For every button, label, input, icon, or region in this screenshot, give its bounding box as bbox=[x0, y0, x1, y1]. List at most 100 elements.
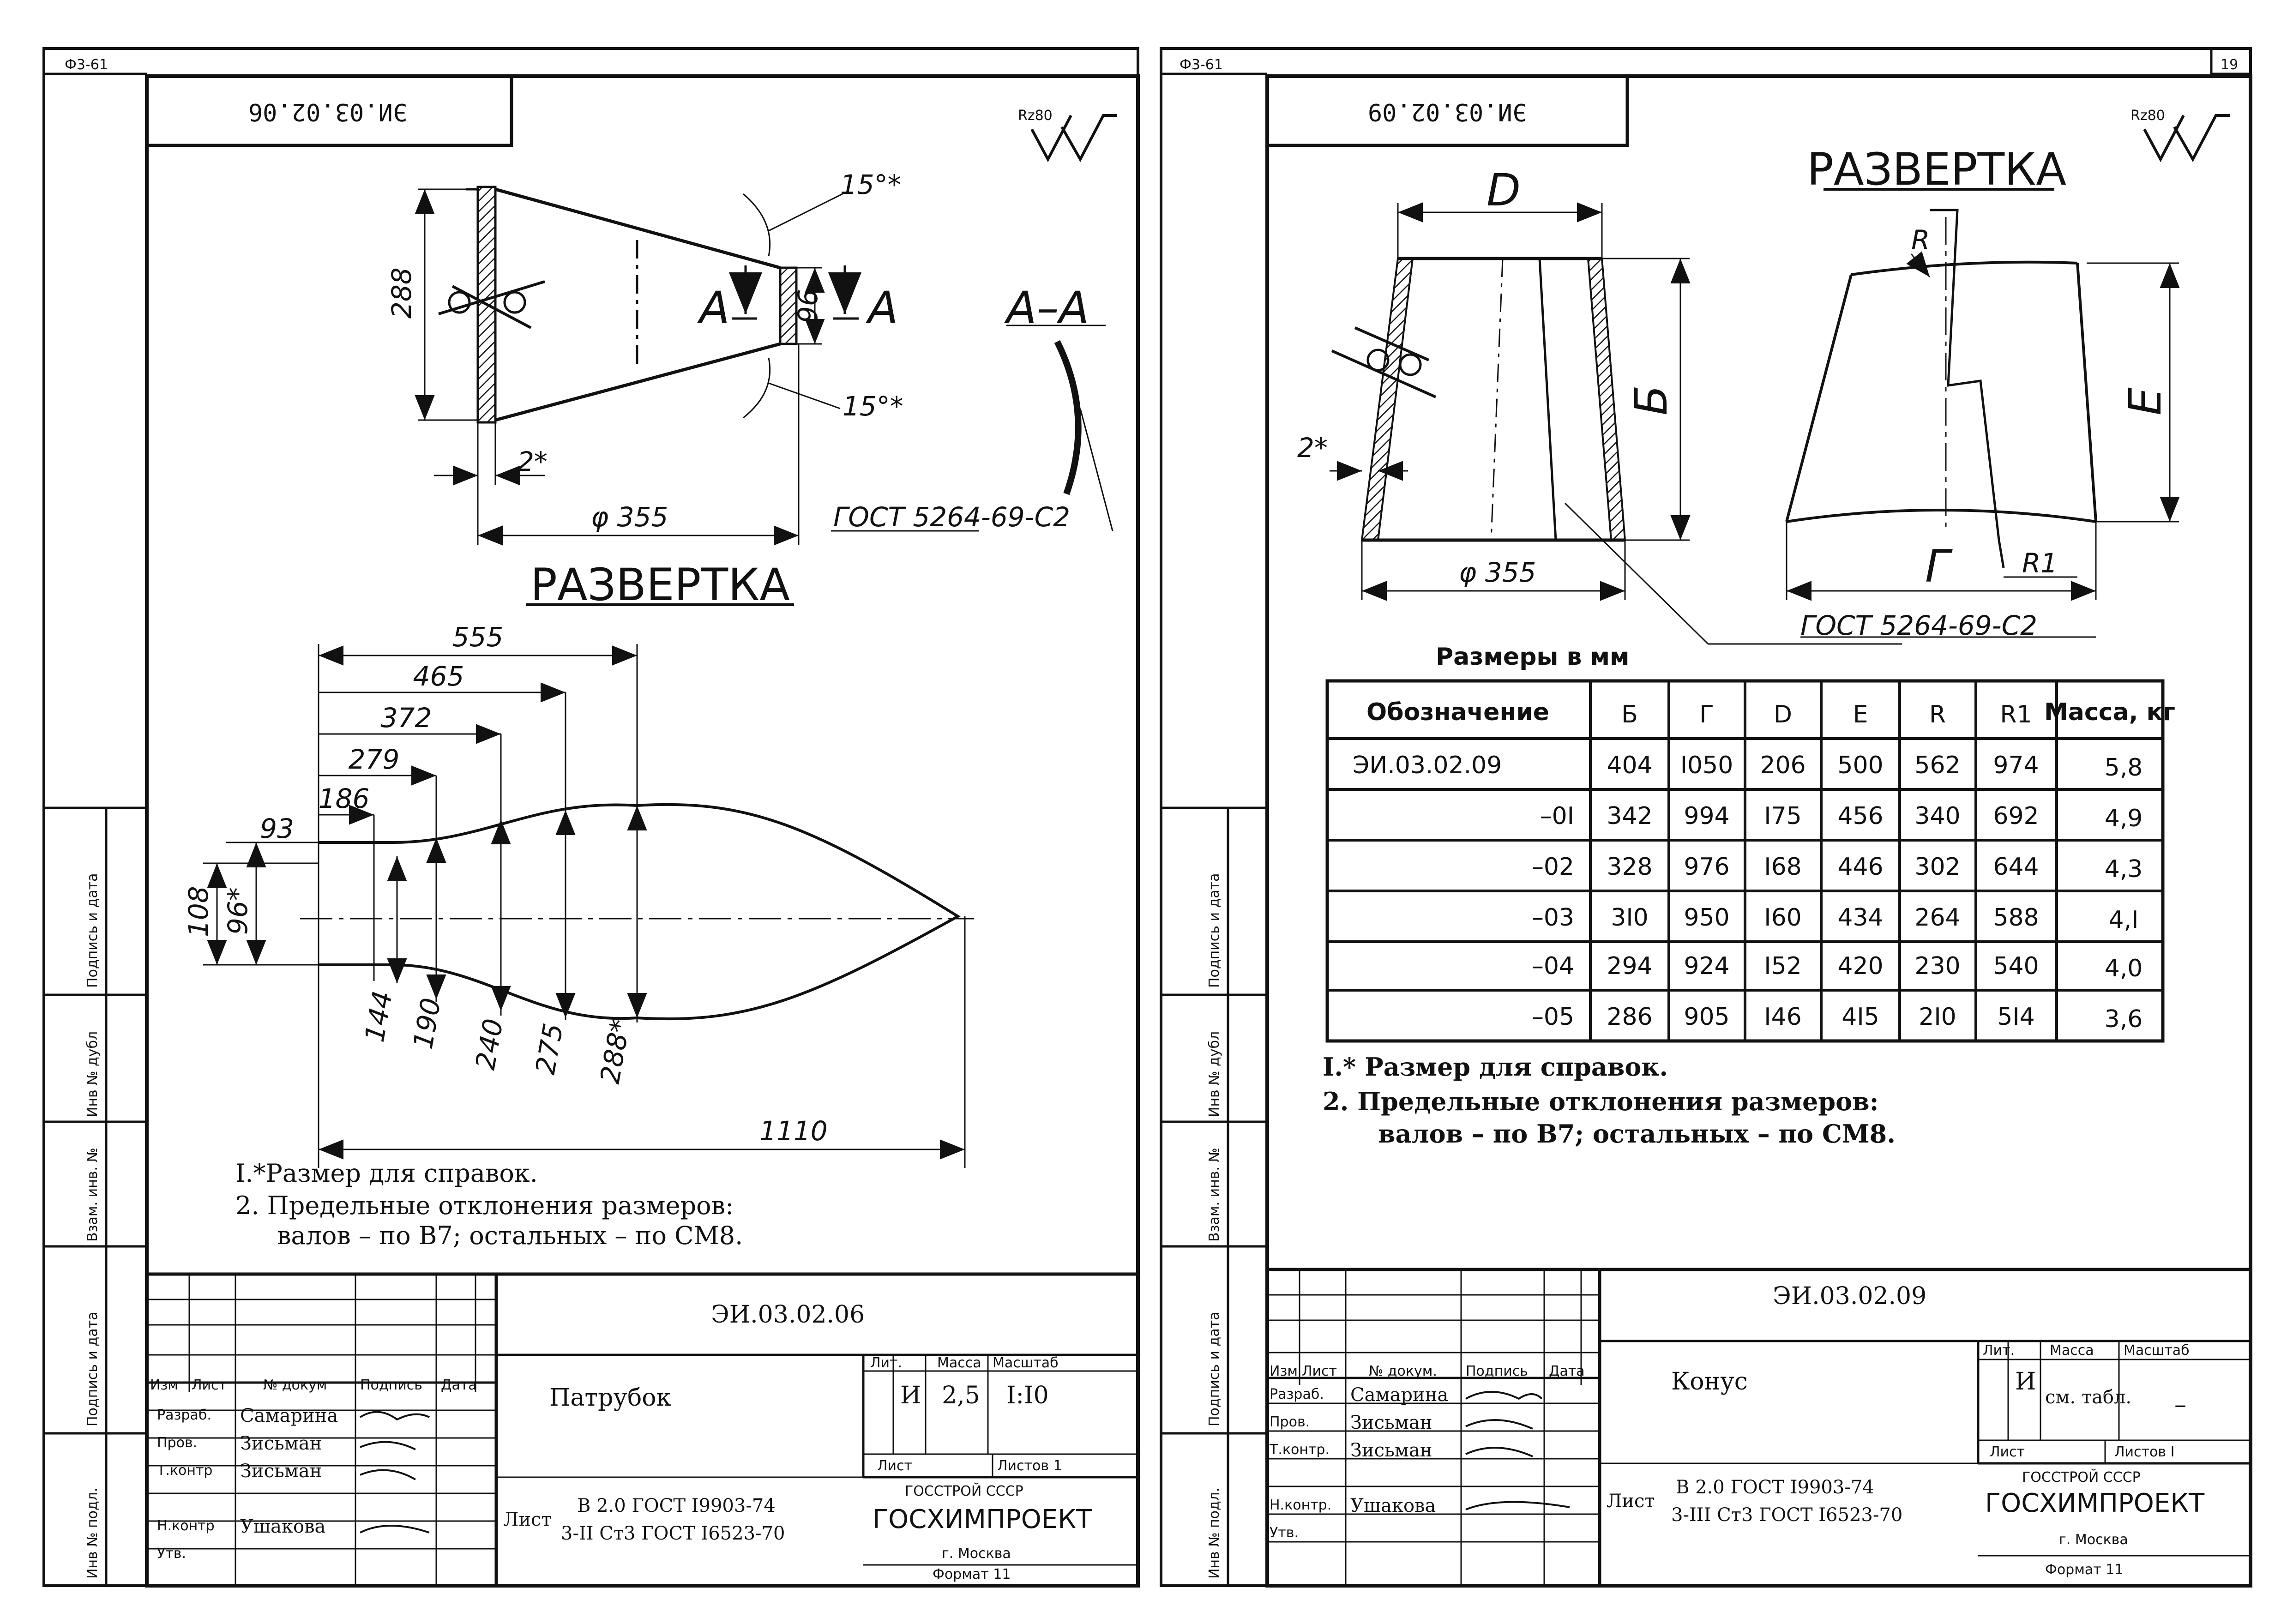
td-mass: 4,0 bbox=[2105, 955, 2143, 982]
left-razvertka-title: РАЗВЕРТКА bbox=[530, 559, 790, 611]
td-r1: 540 bbox=[1993, 952, 2039, 980]
right-stamp-role-1: Пров. bbox=[1270, 1414, 1310, 1430]
right-format-tag: Ф3-61 bbox=[1180, 57, 1223, 73]
td-g: 976 bbox=[1684, 853, 1729, 881]
left-dim-top-2: 372 bbox=[381, 702, 432, 734]
left-note-3: валов – по В7; остальных – по СМ8. bbox=[277, 1221, 743, 1250]
td-b: 342 bbox=[1607, 802, 1652, 830]
left-stamp-sheet-h: Лист bbox=[877, 1458, 912, 1474]
td-e: 420 bbox=[1837, 952, 1883, 980]
left-stamp-person-1: Зисьман bbox=[240, 1433, 322, 1454]
right-stamp-format: Формат 11 bbox=[2045, 1562, 2123, 1578]
left-stamp-org-1: ГОССТРОЙ СССР bbox=[905, 1483, 1023, 1499]
right-side-label-1: Инв № дубл bbox=[1206, 1031, 1222, 1117]
td-e: 500 bbox=[1837, 752, 1883, 779]
right-side-label-0: Подпись и дата bbox=[1206, 873, 1222, 988]
right-stamp-material-2: 3-III Ст3 ГОСТ I6523-70 bbox=[1671, 1504, 1902, 1526]
right-stamp-list-word: Лист bbox=[1607, 1491, 1655, 1512]
td-d: I46 bbox=[1764, 1003, 1802, 1031]
left-stamp-col-0: Изм bbox=[150, 1377, 178, 1393]
right-page-number: 19 bbox=[2221, 57, 2238, 73]
td-designation: –0I bbox=[1540, 802, 1574, 830]
dimensions-table bbox=[1325, 679, 2165, 1043]
td-b: 286 bbox=[1607, 1003, 1652, 1031]
left-stamp-col-1: Лист bbox=[192, 1377, 227, 1393]
right-stamp-col-1: Лист bbox=[1302, 1363, 1337, 1379]
right-razvertka-title: РАЗВЕРТКА bbox=[1807, 144, 2066, 195]
td-b: 328 bbox=[1607, 853, 1652, 881]
right-note-3: валов – по В7; остальных – по СМ8. bbox=[1378, 1119, 1896, 1149]
th-D: D bbox=[1774, 701, 1792, 728]
left-dim-top-0: 555 bbox=[452, 621, 504, 653]
left-stamp-list-word: Лист bbox=[503, 1509, 552, 1530]
td-d: I68 bbox=[1764, 853, 1802, 881]
left-stamp-col-2: № докум bbox=[263, 1377, 327, 1393]
left-dim-1110: 1110 bbox=[759, 1115, 828, 1147]
th-mass: Масса, кг bbox=[2044, 698, 2175, 726]
left-stamp-org-2: ГОСХИМПРОЕКТ bbox=[873, 1504, 1092, 1534]
right-stamp-sheet-h: Лист bbox=[1990, 1444, 2025, 1460]
td-r: 230 bbox=[1914, 952, 1960, 980]
left-stamp-lit: И bbox=[900, 1382, 921, 1409]
right-stamp-name: Конус bbox=[1671, 1368, 1748, 1395]
left-dim-bottom-2: 240 bbox=[469, 1017, 509, 1072]
right-stamp-scale-h: Масштаб bbox=[2124, 1342, 2190, 1359]
right-stamp-lit-h: Лит. bbox=[1983, 1342, 2015, 1359]
right-stamp-mass-h: Масса bbox=[2050, 1342, 2094, 1359]
left-stamp-person-0: Самарина bbox=[240, 1405, 338, 1426]
left-side-label-4: Инв № подл. bbox=[84, 1488, 101, 1579]
table-row: –03 3I0 950 I60 434 264 588 4,I bbox=[1532, 904, 2139, 934]
td-r: 302 bbox=[1914, 853, 1960, 881]
left-note-2: 2. Предельные отклонения размеров: bbox=[235, 1191, 734, 1220]
left-stamp-scale-h: Масштаб bbox=[993, 1355, 1059, 1371]
left-stamp-mass: 2,5 bbox=[942, 1382, 980, 1409]
left-code-box bbox=[145, 74, 513, 147]
td-mass: 4,9 bbox=[2105, 805, 2143, 832]
left-roughness-label: Rz80 bbox=[1018, 108, 1053, 124]
td-mass: 4,3 bbox=[2105, 855, 2143, 883]
section-a-a bbox=[1006, 325, 1113, 531]
left-gost-weld: ГОСТ 5264-69-С2 bbox=[833, 501, 1070, 533]
left-dim-2: 2* bbox=[517, 446, 548, 477]
right-side-label-3: Подпись и дата bbox=[1206, 1312, 1222, 1427]
right-stamp-material-1: В 2.0 ГОСТ I9903-74 bbox=[1676, 1477, 1874, 1498]
left-section-marker-a: А bbox=[697, 282, 730, 334]
right-stamp-col-0: Изм bbox=[1270, 1363, 1298, 1379]
td-e: 446 bbox=[1837, 853, 1883, 881]
td-d: I60 bbox=[1764, 904, 1802, 932]
td-d: I75 bbox=[1764, 802, 1802, 830]
td-mass: 5,8 bbox=[2105, 754, 2143, 782]
right-dim-D: D bbox=[1487, 164, 1521, 216]
th-E: Е bbox=[1853, 701, 1868, 728]
td-d: 206 bbox=[1760, 752, 1806, 779]
td-designation: ЭИ.03.02.09 bbox=[1353, 752, 1502, 779]
right-stamp-person-4: Ушакова bbox=[1350, 1495, 1436, 1516]
left-cone-view bbox=[415, 186, 979, 546]
left-texts: Ф3-61 ЭИ.03.02.06 Rz80 15°* 15°* 288 96 … bbox=[65, 57, 1117, 1582]
right-stamp-sheets-h: Листов I bbox=[2114, 1444, 2174, 1460]
td-r1: 5I4 bbox=[1997, 1003, 2035, 1031]
right-note-2: 2. Предельные отклонения размеров: bbox=[1323, 1087, 1879, 1116]
td-r1: 692 bbox=[1993, 802, 2039, 830]
table-row: –05 286 905 I46 4I5 2I0 5I4 3,6 bbox=[1532, 1003, 2143, 1033]
right-stamp-role-0: Разраб. bbox=[1270, 1386, 1324, 1402]
left-stamp-col-4: Дата bbox=[441, 1377, 477, 1393]
right-side-label-4: Инв № подл. bbox=[1206, 1488, 1222, 1579]
td-g: 905 bbox=[1684, 1003, 1729, 1031]
left-side-label-1: Инв № дубл bbox=[84, 1031, 101, 1117]
left-dim-bottom-0: 144 bbox=[359, 989, 398, 1045]
left-dim-96star: 96* bbox=[222, 887, 253, 935]
left-roughness-symbol bbox=[1030, 114, 1117, 162]
left-dim-108: 108 bbox=[183, 886, 214, 937]
left-section-label: А–А bbox=[1004, 282, 1089, 334]
left-note-1: I.*Размер для справок. bbox=[235, 1159, 538, 1188]
right-stamp-role-5: Утв. bbox=[1270, 1525, 1299, 1541]
right-dim-B: Б bbox=[1625, 385, 1677, 415]
right-dim-G: Г bbox=[1925, 541, 1953, 592]
td-e: 456 bbox=[1837, 802, 1883, 830]
left-stamp-role-5: Утв. bbox=[157, 1546, 186, 1562]
left-stamp-material-2: 3-II Ст3 ГОСТ I6523-70 bbox=[561, 1523, 785, 1544]
right-stamp-person-1: Зисьман bbox=[1350, 1412, 1432, 1433]
td-r: 562 bbox=[1914, 752, 1960, 779]
